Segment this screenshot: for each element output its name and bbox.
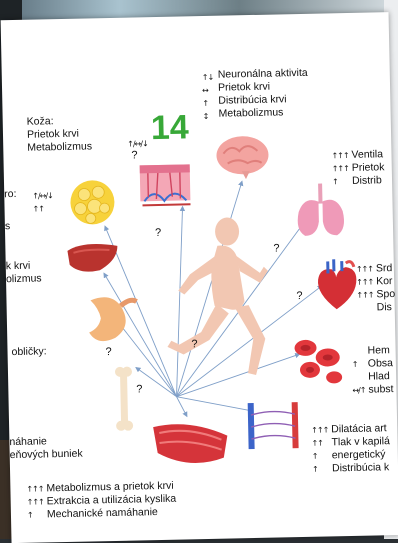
brain-arrow-0: ↑↓ [202,71,214,84]
heart-icon [312,257,361,314]
vessels-line-0: Dilatácia art [331,422,390,436]
lungs-arrows-group: ↑↑↑ ↑↑↑ ↑ [331,149,349,188]
heart-label-group: Srd Kor Spo Dis [376,262,396,314]
arrow-to-vessels [177,395,253,413]
skin-label-group: Koža: Prietok krvi Metabolizmus [27,114,93,154]
vessels-line-1: Tlak v kapilá [331,435,390,449]
heart-line-3: Dis [377,301,396,314]
lungs-line-0: Ventila [351,148,384,162]
left-partial-line-1: olizmus [6,272,42,286]
stomach-icon [80,291,141,346]
question-mark-4: ? [191,338,197,350]
vessels-line-2: energetický [332,448,391,462]
muscle-icon [149,418,232,476]
heart-line-1: Kor [376,275,395,288]
blood-arrow-1: ↔/↑ [352,384,365,397]
brain-arrow-3: ↕ [203,110,215,123]
brain-icon [213,133,272,182]
brain-arrow-2: ↑ [202,97,214,110]
liver-icon [63,240,122,277]
runner-figure [155,215,279,387]
left-partial-s: s [5,220,11,233]
fat-arrow-0: ↑/↔/↓ [32,189,53,202]
figure-number: 14 [150,108,189,148]
muscle-label-group: Metabolizmus a prietok krvi Extrakcia a … [46,480,176,522]
question-mark-0: ? [155,227,161,239]
vessels-arrow-2: ↑ [312,449,329,462]
heart-arrows-group: ↑↑↑ ↑↑↑ ↑↑↑ [356,263,374,302]
heart-line-2: Spo [376,288,395,301]
lungs-label-group: Ventila Prietok Distrib [351,148,384,188]
muscle-arrow-0: ↑↑↑ [26,482,43,495]
vessels-label-group: Dilatácia art Tlak v kapilá energetický … [331,422,390,475]
arrow-to-muscle [177,396,187,416]
muscle-line-2: Mechanické namáhanie [47,506,177,522]
vessels-arrow-0: ↑↑↑ [311,423,328,436]
question-mark-2: ? [296,290,302,302]
blood-arrow-0: ↑ [352,358,365,371]
skin-question: ? [131,149,137,161]
lungs-arrow-1: ↑↑↑ [332,162,349,175]
heart-arrow-1: ↑↑↑ [356,275,373,288]
bone-icon [112,364,135,434]
heart-arrow-0: ↑↑↑ [356,263,373,276]
lungs-line-1: Prietok [352,161,385,175]
blood-line-1: Obsa [368,357,393,371]
vessels-arrows-group: ↑↑↑ ↑↑ ↑ ↑ [311,423,329,475]
lungs-line-2: Distrib [352,174,385,188]
bone-question: ? [136,383,142,395]
left-partial-line-0: k krvi [6,259,42,273]
skin-line-2: Metabolizmus [27,140,92,154]
heart-arrow-2: ↑↑↑ [356,288,373,301]
skin-icon [134,156,199,215]
lungs-arrow-0: ↑↑↑ [331,149,348,162]
lungs-icon [292,181,351,240]
blood-line-2: Hlad [368,370,393,384]
blood-arrows-group: ↑ ↔/↑ [351,345,365,397]
question-mark-3: ? [105,346,111,358]
fat-tissue-icon [68,178,117,227]
fat-arrow-1: ↑↑ [32,202,53,215]
fat-label: ro: [4,188,17,201]
brain-line-0: Neuronálna aktivita [218,67,308,82]
muscle-arrow-2: ↑ [27,508,44,521]
kidney-label: obličky: [11,345,46,359]
blood-line-0: Hem [367,344,392,358]
question-mark-1: ? [273,242,279,254]
lungs-arrow-2: ↑ [332,175,349,188]
vessels-line-3: Distribúcia k [332,461,391,475]
muscle-arrow-1: ↑↑↑ [27,495,44,508]
bone-line-1: eňových buniek [10,448,83,463]
brain-label-group: Neuronálna aktivita Prietok krvi Distrib… [218,67,309,121]
fat-arrows-group: ↑/↔/↓ ↑↑ [32,189,53,215]
blood-cells-icon [289,333,348,388]
diagram-page: 14 ↑↓ ↔ ↑ ↕ Neuronálna aktivita Prietok … [1,12,398,543]
bone-label-group: náhanie eňových buniek [9,435,82,463]
vessels-arrow-1: ↑↑ [311,436,328,449]
vessels-icon [243,398,306,453]
blood-line-3: subst [368,383,393,397]
brain-arrow-1: ↔ [202,84,214,97]
left-partial-group: k krvi olizmus [6,259,42,286]
brain-line-3: Metabolizmus [218,106,308,121]
muscle-arrows-group: ↑↑↑ ↑↑↑ ↑ [26,482,44,521]
vessels-arrow-3: ↑ [312,462,329,475]
heart-line-0: Srd [376,262,395,275]
blood-label-group: Hem Obsa Hlad subst [367,344,393,397]
